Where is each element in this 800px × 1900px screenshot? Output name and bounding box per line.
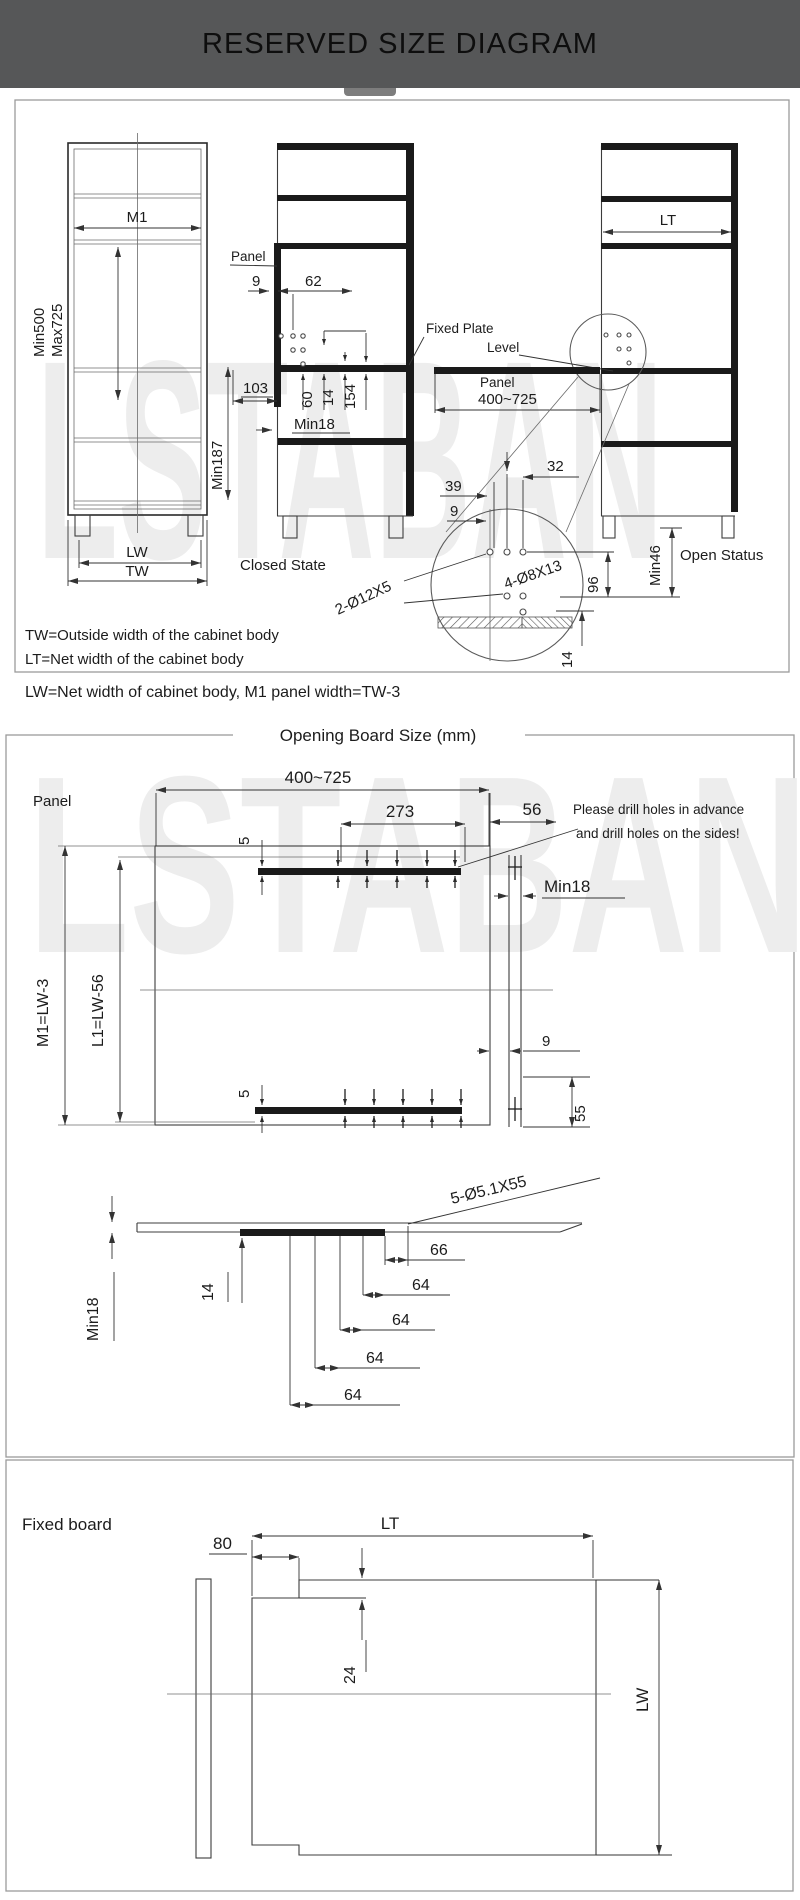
dim-24: 24: [342, 1666, 359, 1684]
dim-64-3: 64: [366, 1350, 384, 1367]
dim-9-s2: 9: [542, 1033, 550, 1050]
dim-80: 80: [213, 1534, 232, 1553]
dim-lt: LT: [660, 212, 676, 229]
panel-side-view: Min18 9 55: [477, 855, 625, 1128]
section3-frame: [5, 1459, 794, 1892]
dim-14-detail: 14: [559, 651, 576, 668]
dim-min18-side: Min18: [544, 877, 590, 896]
dim-min18-s2: Min18: [85, 1297, 102, 1341]
fixed-board-section: Fixed board LT 80 24 LW: [5, 1459, 794, 1892]
dim-64-4: 64: [344, 1387, 362, 1404]
dim-min187: Min187: [209, 441, 226, 490]
dim-9-closed: 9: [252, 273, 260, 290]
fixed-board-view: LT 80 24 LW: [167, 1514, 672, 1859]
dim-m1: M1: [127, 209, 148, 226]
dim-min46: Min46: [647, 545, 664, 586]
section1-frame: [14, 99, 790, 673]
title-backing: [233, 723, 525, 745]
page-title: RESERVED SIZE DIAGRAM: [202, 27, 598, 60]
dim-5-bottom: 5: [236, 1090, 253, 1098]
panel-face-view: 400~725 273 56 5 5 M1=LW-: [35, 768, 556, 1133]
dim-103: 103: [243, 380, 268, 397]
label-panel-closed: Panel: [231, 249, 266, 264]
dim-32: 32: [547, 458, 564, 475]
caption-closed-state: Closed State: [240, 557, 326, 574]
dim-55: 55: [572, 1105, 589, 1122]
legend-tw: TW=Outside width of the cabinet body: [25, 627, 279, 644]
opening-board-size-section: LSTABAN Opening Board Size (mm) Panel 40…: [5, 723, 800, 1458]
dim-m1-lw3: M1=LW-3: [35, 979, 52, 1047]
dim-64-2: 64: [392, 1312, 410, 1329]
label-panel-open: Panel: [480, 375, 515, 390]
legend-lt: LT=Net width of the cabinet body: [25, 651, 244, 668]
reserved-size-diagram-section: LSTABAN M1 Min500 Max725 LW TW: [14, 99, 790, 701]
closed-cabinet-side-view: Panel 9 62 103 60 14 154 Min187 Min18 Cl…: [209, 143, 414, 574]
dim-14-closed: 14: [320, 389, 337, 406]
dim-66: 66: [430, 1242, 448, 1259]
dim-max725: Max725: [49, 304, 66, 357]
panel-section-view: 5-Ø5.1X55 66 64 64 64 64 14 Min18: [85, 1173, 601, 1408]
dim-56: 56: [523, 800, 542, 819]
section3-title: Fixed board: [22, 1515, 112, 1534]
dim-lw-s3: LW: [633, 1688, 652, 1712]
dim-96: 96: [585, 576, 602, 593]
dim-273: 273: [386, 802, 414, 821]
caption-open-status: Open Status: [680, 547, 763, 564]
legend: TW=Outside width of the cabinet body LT=…: [25, 627, 400, 701]
note-line1: Please drill holes in advance: [573, 802, 744, 817]
label-fixed-plate: Fixed Plate: [426, 321, 494, 336]
dim-tw: TW: [125, 563, 149, 580]
header-bar: RESERVED SIZE DIAGRAM: [0, 0, 800, 88]
closed-cabinet-front-view: M1 Min500 Max725 LW TW: [31, 133, 208, 586]
dim-64-1: 64: [412, 1277, 430, 1294]
dim-5-top: 5: [236, 837, 253, 845]
dim-39: 39: [445, 478, 462, 495]
dim-9-detail: 9: [450, 503, 458, 520]
note-line2: and drill holes on the sides!: [576, 826, 740, 841]
dim-60: 60: [299, 391, 316, 408]
dim-range-s2: 400~725: [285, 768, 352, 787]
dim-min500: Min500: [31, 308, 48, 357]
label-panel-s2: Panel: [33, 793, 71, 810]
watermark-text-2: LSTABAN: [28, 725, 800, 1006]
dim-62: 62: [305, 273, 322, 290]
dim-154: 154: [342, 384, 359, 409]
label-level: Level: [487, 340, 519, 355]
dim-lt-s3: LT: [381, 1514, 400, 1533]
section2-title: Opening Board Size (mm): [280, 726, 477, 745]
legend-lw-footnote: LW=Net width of cabinet body, M1 panel w…: [25, 684, 400, 701]
open-cabinet-side-view: LT Fixed Plate Level Panel 400~725 Open …: [408, 143, 763, 564]
bottom-rail-screws: [343, 1089, 463, 1128]
top-rail-screws: [336, 850, 457, 888]
drill-note: Please drill holes in advance and drill …: [457, 802, 744, 868]
header-tab: [344, 88, 396, 96]
label-drill-5x51x55: 5-Ø5.1X55: [449, 1173, 528, 1208]
dim-lw: LW: [126, 544, 148, 561]
dim-range-open: 400~725: [478, 391, 537, 408]
dim-min18-closed: Min18: [294, 416, 335, 433]
dim-14-s2: 14: [200, 1283, 217, 1301]
dim-l1-lw56: L1=LW-56: [90, 974, 107, 1047]
